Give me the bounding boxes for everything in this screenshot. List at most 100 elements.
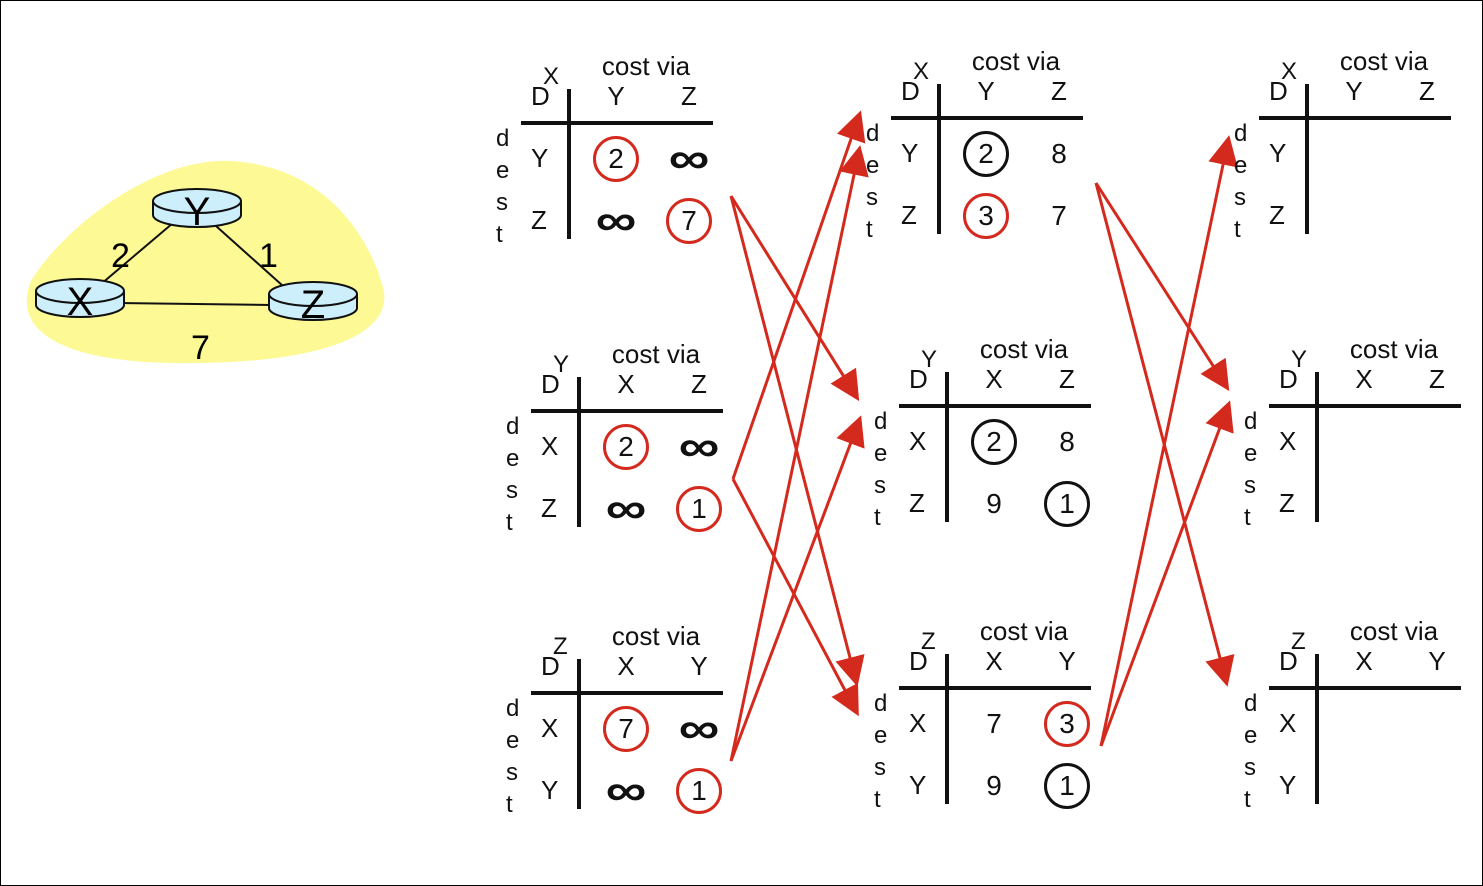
cost-cell: ∞ bbox=[605, 766, 647, 815]
dest-label-letter: s bbox=[1234, 184, 1246, 211]
update-arrow bbox=[1099, 135, 1238, 747]
cost-cell bbox=[1414, 763, 1460, 809]
dest-label-letter: e bbox=[1234, 152, 1248, 179]
table-divider-vertical bbox=[577, 659, 581, 809]
update-arrow bbox=[729, 145, 869, 762]
table-node-label: X bbox=[913, 58, 930, 85]
dest-label-letter: s bbox=[874, 754, 886, 781]
cost-via-label: cost via bbox=[611, 621, 701, 651]
cost-via-label: cost via bbox=[601, 51, 691, 81]
cost-cell: ∞ bbox=[668, 134, 710, 183]
row-header: Z bbox=[531, 205, 547, 235]
cost-via-label: cost via bbox=[1349, 616, 1439, 646]
dest-label-letter: e bbox=[866, 152, 880, 179]
table-divider-horizontal bbox=[1269, 404, 1461, 408]
row-header: X bbox=[909, 708, 927, 738]
row-header: Z bbox=[901, 200, 917, 230]
dest-label-letter: s bbox=[496, 189, 508, 216]
dest-label-letter: d bbox=[874, 690, 888, 717]
table-divider-horizontal bbox=[531, 691, 723, 695]
table-divider-vertical bbox=[567, 89, 571, 239]
cost-cell: 7 bbox=[986, 708, 1002, 739]
column-header: X bbox=[617, 651, 635, 681]
column-header: Z bbox=[681, 81, 697, 111]
dest-label-letter: s bbox=[866, 184, 878, 211]
distance-symbol: D bbox=[1269, 76, 1288, 106]
table-divider-horizontal bbox=[1269, 686, 1461, 690]
table-divider-horizontal bbox=[899, 404, 1091, 408]
cost-cell: 1 bbox=[1044, 763, 1090, 809]
dest-label-letter: d bbox=[506, 413, 520, 440]
column-header: Y bbox=[977, 76, 995, 106]
column-header: X bbox=[1355, 364, 1373, 394]
cost-via-label: cost via bbox=[979, 334, 1069, 364]
column-header: Z bbox=[691, 369, 707, 399]
cost-cell bbox=[1414, 419, 1460, 465]
dest-label-letter: d bbox=[1244, 408, 1258, 435]
cost-cell: 2 bbox=[603, 424, 649, 470]
column-header: Y bbox=[1058, 646, 1076, 676]
column-header: Z bbox=[1051, 76, 1067, 106]
table-node-label: Z bbox=[921, 628, 936, 655]
distance-symbol: D bbox=[901, 76, 920, 106]
dest-label-letter: t bbox=[874, 504, 881, 531]
router-y: Y bbox=[152, 188, 242, 234]
dest-label-letter: s bbox=[874, 472, 886, 499]
router-x: X bbox=[35, 278, 125, 324]
update-arrow bbox=[729, 195, 865, 687]
dest-label-letter: e bbox=[506, 445, 520, 472]
table-node-label: Z bbox=[1291, 628, 1306, 655]
table-node-label: Y bbox=[1291, 346, 1308, 373]
update-arrow bbox=[731, 110, 866, 480]
dest-label-letter: t bbox=[506, 509, 513, 536]
dest-label-letter: t bbox=[866, 216, 873, 243]
network-topology: Y X Z 2 1 7 bbox=[26, 160, 385, 367]
link-y-z bbox=[215, 225, 284, 287]
dest-label-letter: e bbox=[874, 722, 888, 749]
cost-cell bbox=[1341, 763, 1387, 809]
dest-label-letter: t bbox=[1234, 216, 1241, 243]
dest-label-letter: t bbox=[1244, 786, 1251, 813]
row-header: Y bbox=[531, 143, 549, 173]
table-node-label: Y bbox=[553, 351, 570, 378]
table-divider-vertical bbox=[1315, 654, 1319, 804]
distance-symbol: D bbox=[1279, 646, 1298, 676]
cost-via-label: cost via bbox=[971, 46, 1061, 76]
column-header: Z bbox=[1059, 364, 1075, 394]
dest-label-letter: e bbox=[874, 440, 888, 467]
dest-label-letter: e bbox=[1244, 722, 1258, 749]
update-arrow bbox=[1099, 400, 1234, 747]
column-header: Y bbox=[1345, 76, 1363, 106]
cost-cell: 9 bbox=[986, 770, 1002, 801]
row-header: X bbox=[541, 713, 559, 743]
cost-via-label: cost via bbox=[1349, 334, 1439, 364]
cost-cell bbox=[1341, 419, 1387, 465]
column-header: X bbox=[985, 646, 1003, 676]
cost-via-label: cost via bbox=[1339, 46, 1429, 76]
distance-symbol: D bbox=[541, 369, 560, 399]
link-cost-y-z: 1 bbox=[259, 237, 278, 275]
cost-cell bbox=[1341, 481, 1387, 527]
row-header: Y bbox=[901, 138, 919, 168]
table-divider-vertical bbox=[1315, 372, 1319, 522]
dest-label-letter: d bbox=[506, 695, 520, 722]
cost-cell: 7 bbox=[1051, 200, 1067, 231]
dest-label-letter: s bbox=[506, 477, 518, 504]
dest-label-letter: e bbox=[496, 157, 510, 184]
cost-cell: 2 bbox=[593, 136, 639, 182]
cost-cell: 2 bbox=[963, 131, 1009, 177]
column-header: Y bbox=[1428, 646, 1446, 676]
table-node-label: X bbox=[543, 63, 560, 90]
column-header: X bbox=[617, 369, 635, 399]
cost-cell bbox=[1404, 131, 1450, 177]
row-header: Y bbox=[909, 770, 927, 800]
column-header: Y bbox=[607, 81, 625, 111]
dest-label-letter: t bbox=[1244, 504, 1251, 531]
column-header: X bbox=[985, 364, 1003, 394]
